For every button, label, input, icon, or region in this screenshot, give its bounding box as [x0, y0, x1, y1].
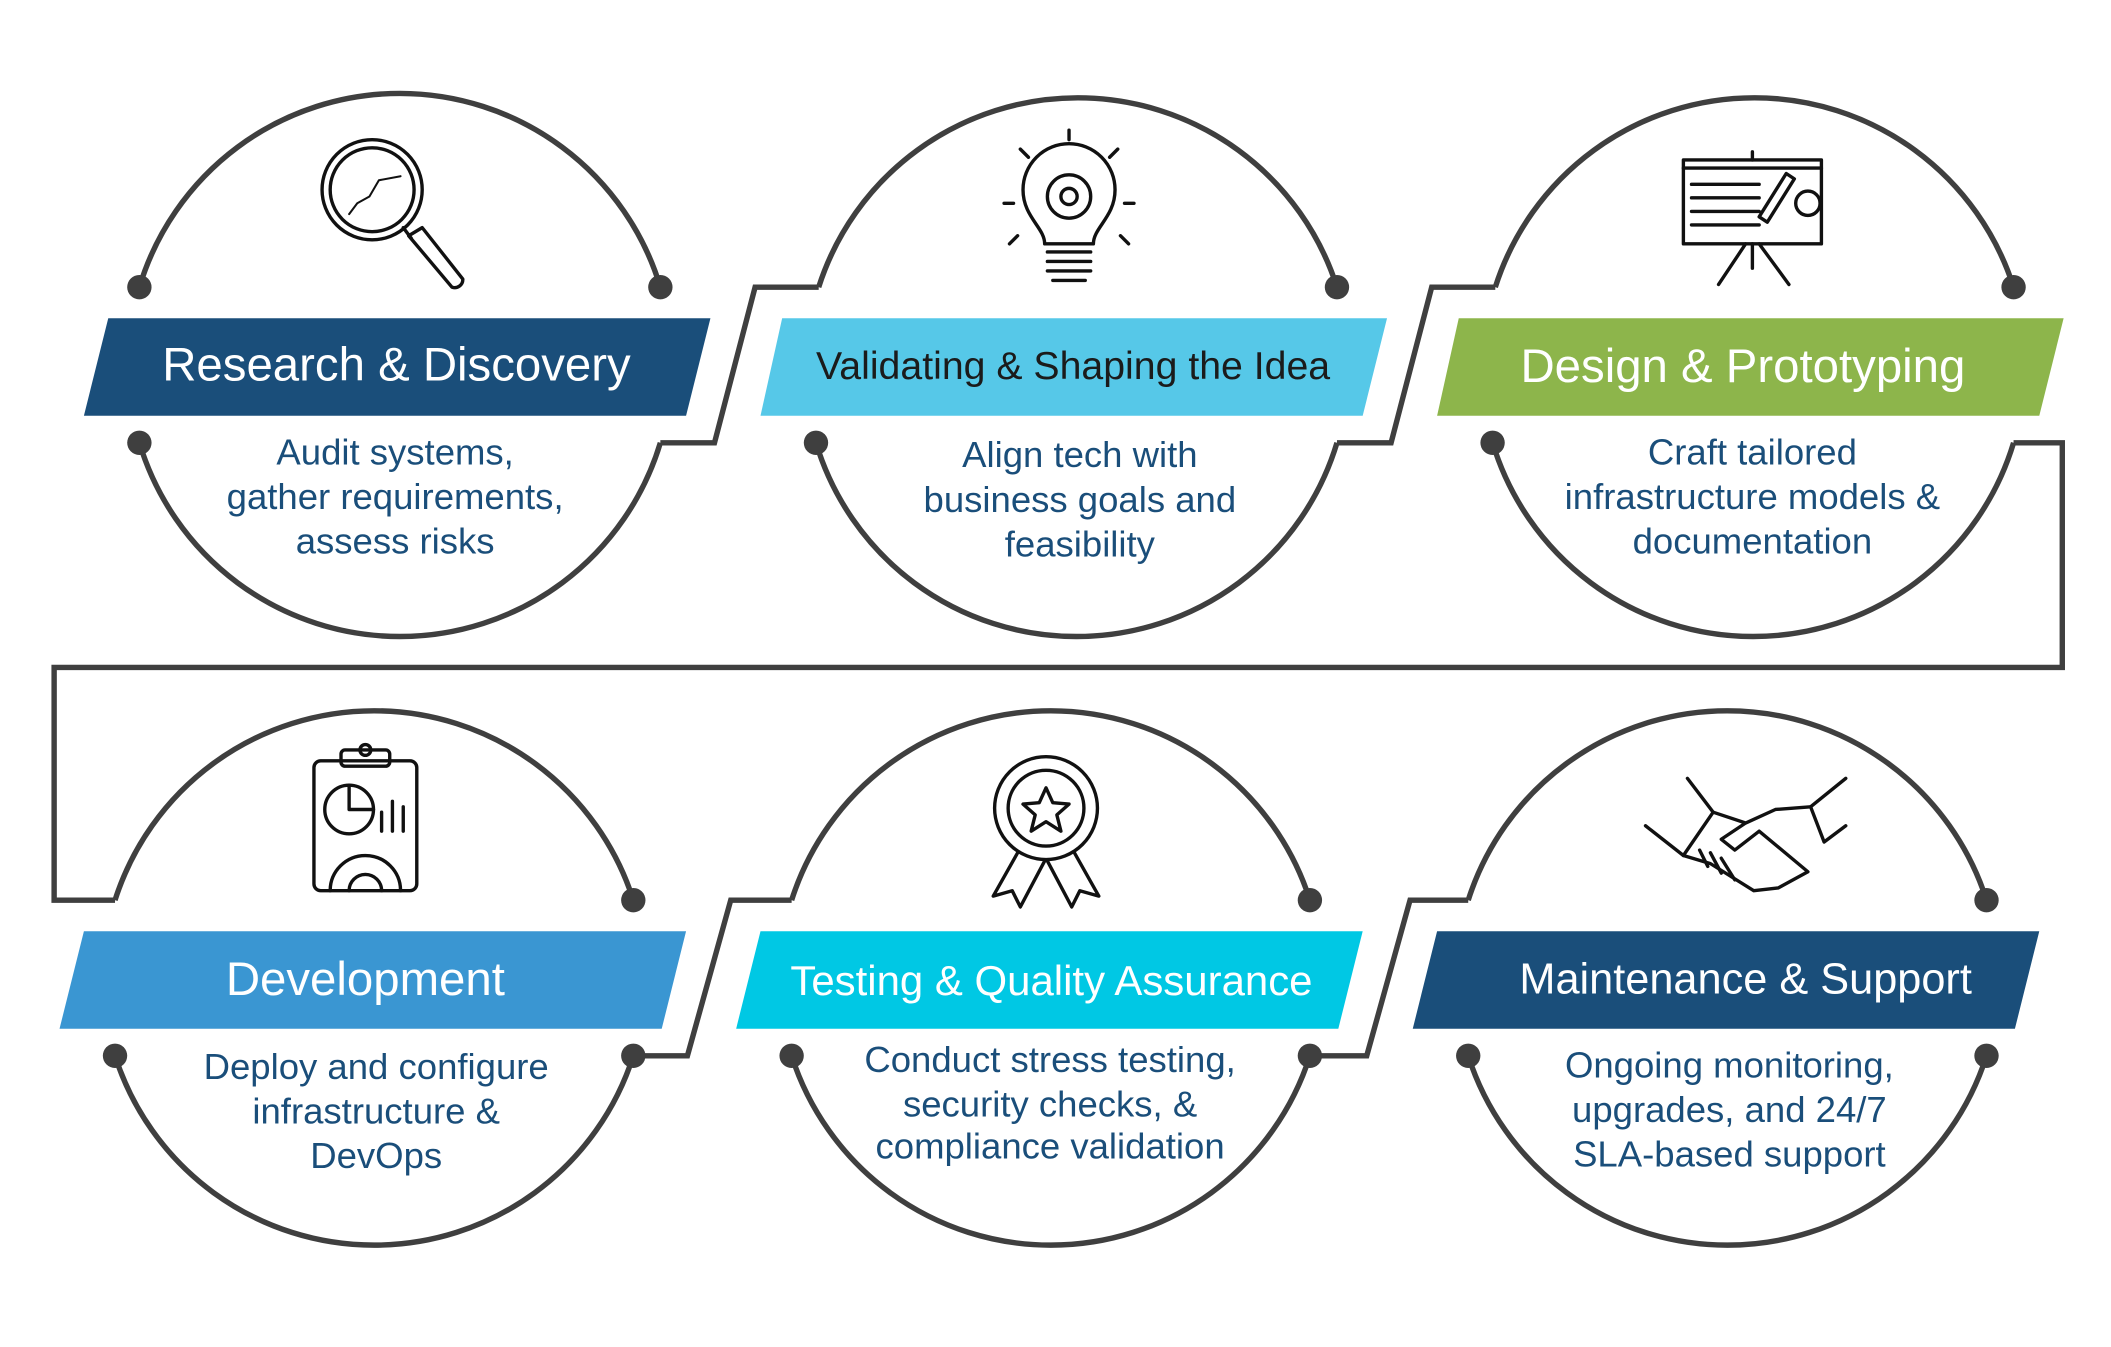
description-line: infrastructure &: [252, 1090, 500, 1131]
step-5-description: Conduct stress testing, security checks,…: [864, 1039, 1235, 1167]
step-5-circle: [779, 708, 1323, 1248]
flow-connectors: [51, 284, 2065, 1059]
step-2-description: Align tech with business goals and feasi…: [924, 434, 1237, 564]
description-line: feasibility: [1005, 523, 1156, 564]
step-5-title: Testing & Quality Assurance: [790, 957, 1312, 1004]
step-1-description: Audit systems, gather requirements, asse…: [227, 431, 564, 561]
step-6-description: Ongoing monitoring, upgrades, and 24/7 S…: [1565, 1044, 1894, 1174]
step-1-circle: [127, 90, 673, 640]
lightbulb-gear-icon: [1002, 128, 1136, 283]
step-3-circle: [1480, 95, 2026, 640]
step-4-banner: [59, 931, 687, 1029]
handshake-icon: [1643, 776, 1848, 893]
step-3-banner: [1437, 318, 2064, 416]
description-line: DevOps: [310, 1135, 442, 1176]
description-line: security checks, &: [903, 1084, 1197, 1125]
description-line: upgrades, and 24/7: [1572, 1089, 1887, 1130]
description-line: Ongoing monitoring,: [1565, 1044, 1894, 1085]
clipboard-chart-gear-icon: [312, 742, 419, 893]
step-4-circle: [102, 708, 646, 1248]
description-line: Audit systems,: [276, 431, 513, 472]
step-4-description: Deploy and configure infrastructure & De…: [204, 1046, 549, 1176]
description-line: business goals and: [924, 479, 1237, 520]
description-line: SLA-based support: [1573, 1134, 1886, 1175]
description-line: documentation: [1633, 521, 1873, 562]
step-1-banner: [83, 318, 711, 416]
description-line: gather requirements,: [227, 476, 564, 517]
step-6-title: Maintenance & Support: [1519, 956, 1972, 1004]
magnifier-chart-icon: [320, 137, 465, 290]
step-2-circle: [803, 95, 1350, 640]
description-line: assess risks: [296, 521, 495, 562]
step-2-banner: [760, 318, 1388, 416]
presentation-board-icon: [1681, 150, 1824, 287]
step-6-circle: [1456, 708, 1999, 1248]
description-line: Deploy and configure: [204, 1046, 549, 1087]
description-line: compliance validation: [876, 1126, 1225, 1167]
award-ribbon-icon: [991, 755, 1101, 909]
description-line: infrastructure models &: [1565, 476, 1940, 517]
step-5-banner: [736, 931, 1363, 1029]
step-1-title: Research & Discovery: [162, 339, 631, 392]
description-line: Craft tailored: [1648, 431, 1857, 472]
description-line: Align tech with: [962, 434, 1197, 475]
step-6-banner: [1412, 931, 2040, 1029]
step-4-title: Development: [226, 953, 505, 1006]
description-line: Conduct stress testing,: [864, 1039, 1235, 1080]
step-3-description: Craft tailored infrastructure models & d…: [1565, 431, 1940, 561]
step-2-title: Validating & Shaping the Idea: [816, 344, 1330, 388]
step-3-title: Design & Prototyping: [1520, 340, 1965, 393]
